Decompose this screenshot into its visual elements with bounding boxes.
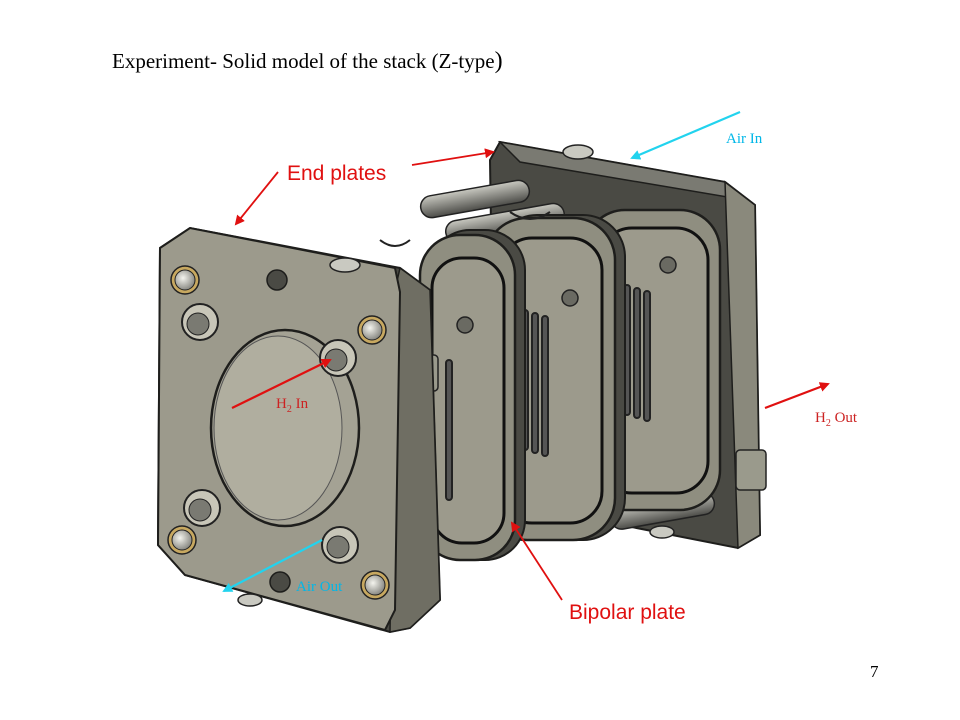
page-number: 7 <box>870 662 879 681</box>
flow-channels-3 <box>623 284 651 422</box>
end-plates-arrow-front <box>234 171 279 226</box>
end-plates-arrow-back <box>411 148 495 166</box>
port-fittings <box>181 303 359 564</box>
flow-channels-1 <box>445 359 453 501</box>
h2-in-arrow <box>231 359 332 409</box>
h2-out-arrow <box>764 382 830 410</box>
end-plates-label: End plates <box>287 162 386 185</box>
corner-bolts <box>167 265 390 600</box>
air-out-arrow <box>222 539 323 592</box>
front-end-plate <box>156 226 442 634</box>
h2-out-label: H2 Out <box>815 410 858 429</box>
air-in-arrow <box>630 110 741 160</box>
bipolar-plate-label: Bipolar plate <box>569 601 686 624</box>
air-in-label: Air In <box>726 131 763 147</box>
cell-plate-1 <box>379 229 526 562</box>
h2-in-label: H2 In <box>276 396 309 415</box>
bipolar-plate-arrow <box>510 521 563 601</box>
back-plate-top-bolt <box>562 144 594 160</box>
air-out-label: Air Out <box>296 579 343 595</box>
slide-title-text: Experiment- Solid model of the stack (Z-… <box>112 49 495 73</box>
back-plate-bolt-head <box>735 449 767 491</box>
annotation-arrows <box>222 110 830 601</box>
slide-title-paren: ) <box>494 48 503 74</box>
slide-title: Experiment- Solid model of the stack (Z-… <box>112 48 503 75</box>
